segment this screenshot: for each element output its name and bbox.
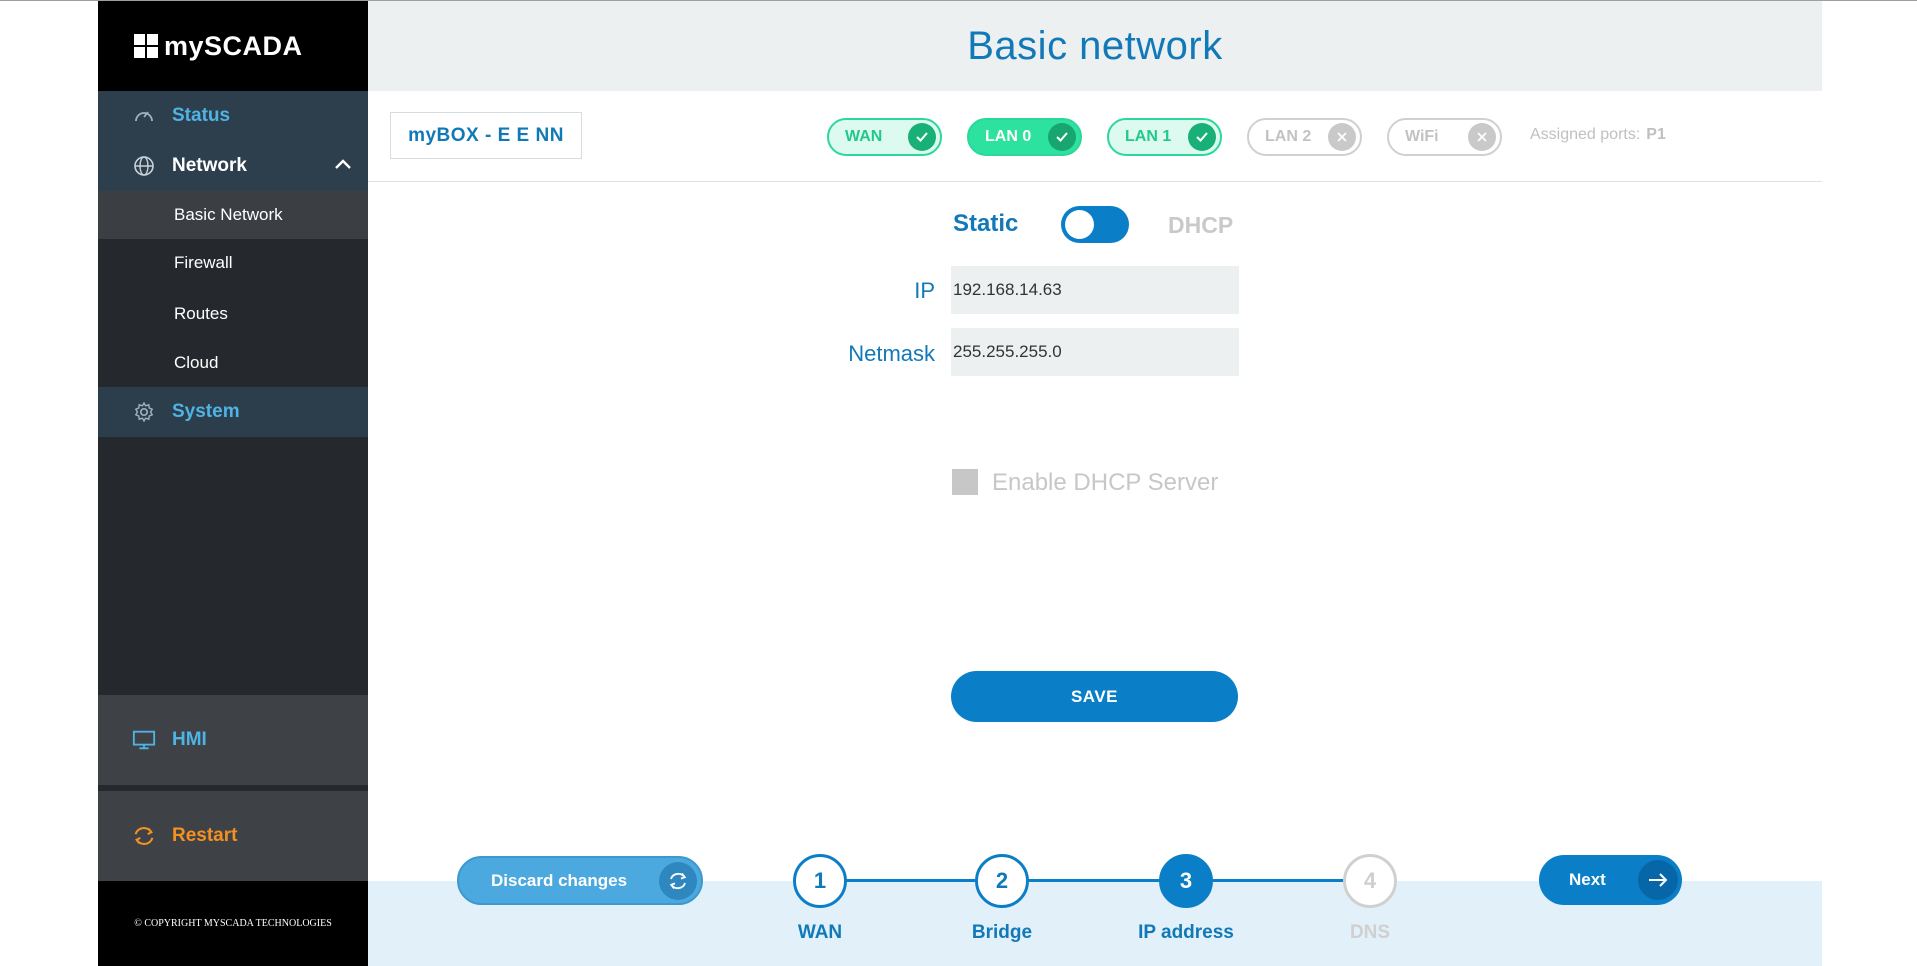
dhcp-server-label[interactable]: Enable DHCP Server — [992, 469, 1219, 496]
page-header: Basic network — [368, 1, 1822, 91]
divider — [368, 181, 1822, 182]
port-pill-wifi[interactable]: WiFi — [1387, 118, 1502, 156]
arrow-right-icon — [1638, 860, 1678, 900]
assigned-ports-label: Assigned ports: — [1530, 126, 1641, 143]
wizard-step-1[interactable]: 1 — [793, 854, 847, 908]
discard-label: Discard changes — [491, 870, 628, 890]
ip-field[interactable]: 192.168.14.63 — [951, 266, 1239, 314]
step-connector — [845, 879, 975, 882]
window-top-border — [0, 0, 1917, 1]
sidebar-item-status[interactable]: Status — [98, 91, 368, 141]
netmask-label: Netmask — [848, 341, 935, 366]
mode-static-label[interactable]: Static — [953, 210, 1019, 237]
sidebar-item-hmi[interactable]: HMI — [98, 695, 368, 785]
check-icon — [1048, 123, 1076, 151]
speedometer-icon — [132, 104, 156, 128]
wizard-step-2[interactable]: 2 — [975, 854, 1029, 908]
static-dhcp-toggle[interactable] — [1061, 206, 1129, 243]
divider — [98, 785, 368, 791]
sidebar-item-label: Network — [172, 155, 247, 176]
wizard-step-label: WAN — [797, 922, 843, 943]
next-button[interactable]: Next — [1539, 855, 1682, 905]
netmask-field[interactable]: 255.255.255.0 — [951, 328, 1239, 376]
port-pill-lan2[interactable]: LAN 2 — [1247, 118, 1362, 156]
sidebar-subitem-basic-network[interactable]: Basic Network — [98, 191, 368, 239]
restart-icon — [132, 824, 156, 848]
sidebar-item-network[interactable]: Network — [98, 141, 368, 191]
sidebar-item-label: Restart — [172, 825, 238, 846]
sidebar-subitem-routes[interactable]: Routes — [174, 304, 228, 323]
next-label: Next — [1569, 870, 1606, 889]
globe-icon — [132, 154, 156, 178]
sidebar: mySCADA Status Network Basic Network Fir… — [98, 1, 368, 966]
port-label: LAN 1 — [1125, 128, 1172, 145]
mode-dhcp-label[interactable]: DHCP — [1168, 212, 1234, 238]
brand-logo[interactable]: mySCADA — [98, 1, 368, 91]
wizard-step-label: DNS — [1349, 922, 1391, 943]
brand-name: mySCADA — [164, 30, 303, 61]
step-connector — [1027, 879, 1161, 882]
toggle-knob — [1065, 210, 1094, 239]
chevron-up-icon[interactable] — [334, 157, 352, 176]
ip-label: IP — [914, 278, 935, 303]
sidebar-item-system[interactable]: System — [98, 387, 368, 437]
wizard-step-3[interactable]: 3 — [1159, 854, 1213, 908]
refresh-icon — [659, 862, 697, 900]
assigned-ports: Assigned ports: P1 — [1530, 126, 1666, 144]
check-icon — [1188, 123, 1216, 151]
sidebar-item-restart[interactable]: Restart — [98, 791, 368, 881]
device-name-box: myBOX - E E NN — [390, 112, 582, 159]
dhcp-server-checkbox[interactable] — [952, 469, 978, 495]
assigned-ports-value: P1 — [1646, 126, 1666, 143]
sidebar-item-label: HMI — [172, 729, 207, 750]
check-icon — [908, 123, 936, 151]
port-label: LAN 2 — [1265, 128, 1312, 145]
wizard-step-label: IP address — [1138, 922, 1234, 943]
sidebar-item-label: System — [172, 401, 240, 422]
port-label: WiFi — [1405, 128, 1439, 145]
step-connector — [1213, 879, 1345, 882]
sidebar-subitem-firewall[interactable]: Firewall — [174, 253, 233, 272]
close-icon — [1328, 123, 1356, 151]
port-pill-wan[interactable]: WAN — [827, 118, 942, 156]
close-icon — [1468, 123, 1496, 151]
save-button[interactable]: SAVE — [951, 671, 1238, 722]
wizard-step-label: Bridge — [971, 922, 1033, 943]
monitor-icon — [132, 728, 156, 752]
sidebar-subitem-cloud[interactable]: Cloud — [174, 353, 219, 372]
port-label: LAN 0 — [985, 128, 1032, 145]
gear-icon — [132, 400, 156, 424]
discard-changes-button[interactable]: Discard changes — [457, 856, 703, 905]
page-title: Basic network — [967, 23, 1223, 68]
logo-icon — [134, 34, 158, 58]
wizard-step-4[interactable]: 4 — [1343, 854, 1397, 908]
port-label: WAN — [845, 128, 883, 145]
port-pill-lan0[interactable]: LAN 0 — [967, 118, 1082, 156]
port-pill-lan1[interactable]: LAN 1 — [1107, 118, 1222, 156]
sidebar-item-label: Status — [172, 105, 231, 126]
copyright-text: © COPYRIGHT MYSCADA TECHNOLOGIES — [98, 881, 368, 966]
